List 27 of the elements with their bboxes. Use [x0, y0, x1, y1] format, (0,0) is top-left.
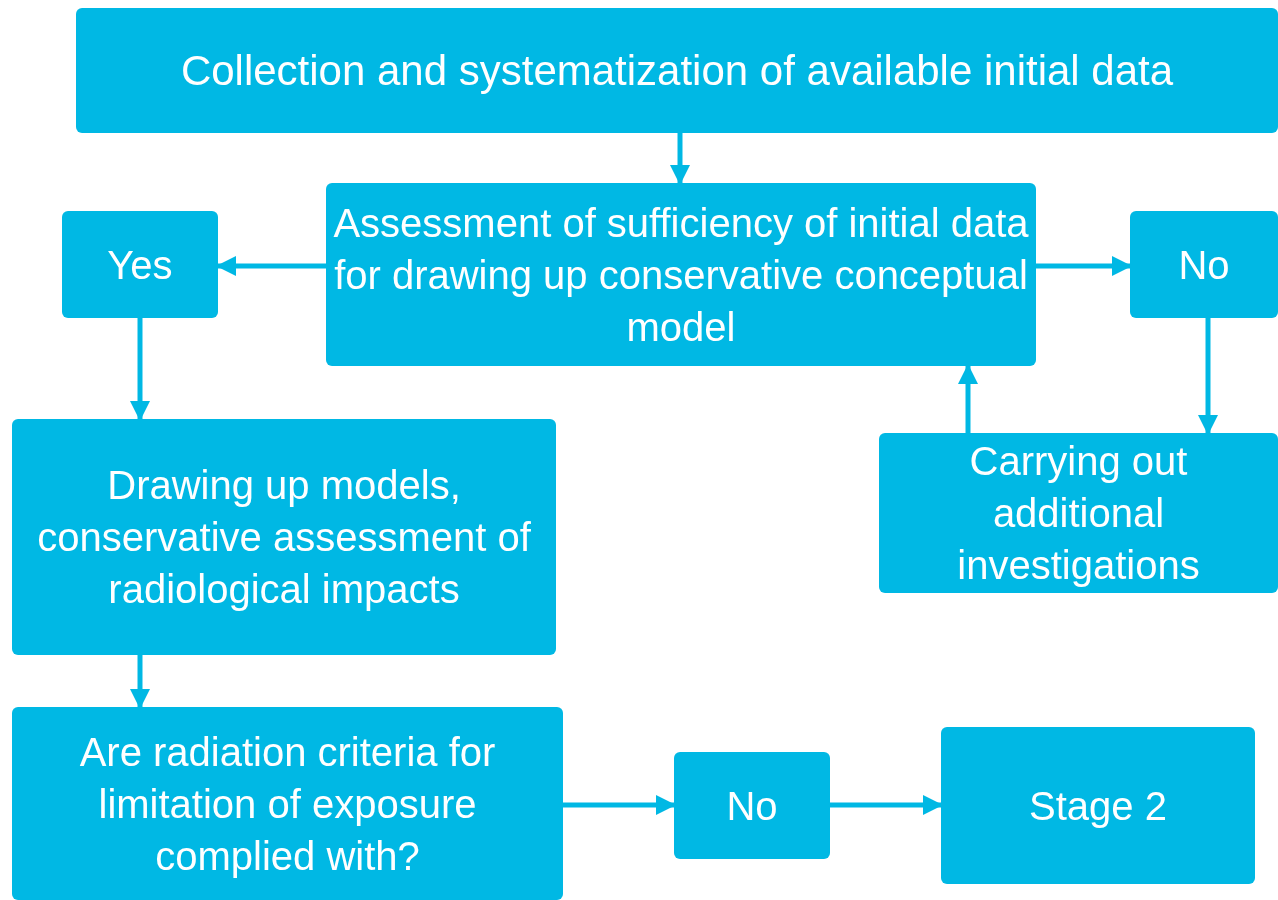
arrow — [958, 364, 978, 433]
process-box — [941, 727, 1255, 884]
box-label: Are radiation criteria for limitation of exposure complied with? — [78, 728, 497, 880]
process-box — [76, 8, 1278, 133]
arrow — [670, 133, 690, 185]
box-label: No — [1178, 241, 1230, 289]
box-label: Collection and systematization of available initial data — [180, 45, 1174, 96]
box-label: Stage 2 — [1029, 782, 1167, 830]
process-box — [12, 419, 556, 655]
arrow — [563, 795, 676, 815]
process-box — [326, 183, 1036, 366]
arrow — [130, 655, 150, 709]
box-label: No — [726, 782, 778, 830]
arrow — [130, 318, 150, 421]
arrow — [216, 256, 326, 276]
process-box — [62, 211, 218, 318]
process-box — [674, 752, 830, 859]
box-label: Assessment of sufficiency of initial data for drawing up conservative conceptual model — [332, 199, 1030, 351]
box-label: Yes — [107, 241, 173, 289]
arrow — [830, 795, 943, 815]
box-label: Carrying out additional investigations — [956, 438, 1201, 589]
arrow — [1036, 256, 1132, 276]
arrow — [1198, 318, 1218, 435]
box-label: Drawing up models, conservative assessment of radiological impacts — [36, 462, 532, 613]
process-box — [1130, 211, 1278, 318]
process-box — [879, 433, 1278, 593]
process-box — [12, 707, 563, 900]
